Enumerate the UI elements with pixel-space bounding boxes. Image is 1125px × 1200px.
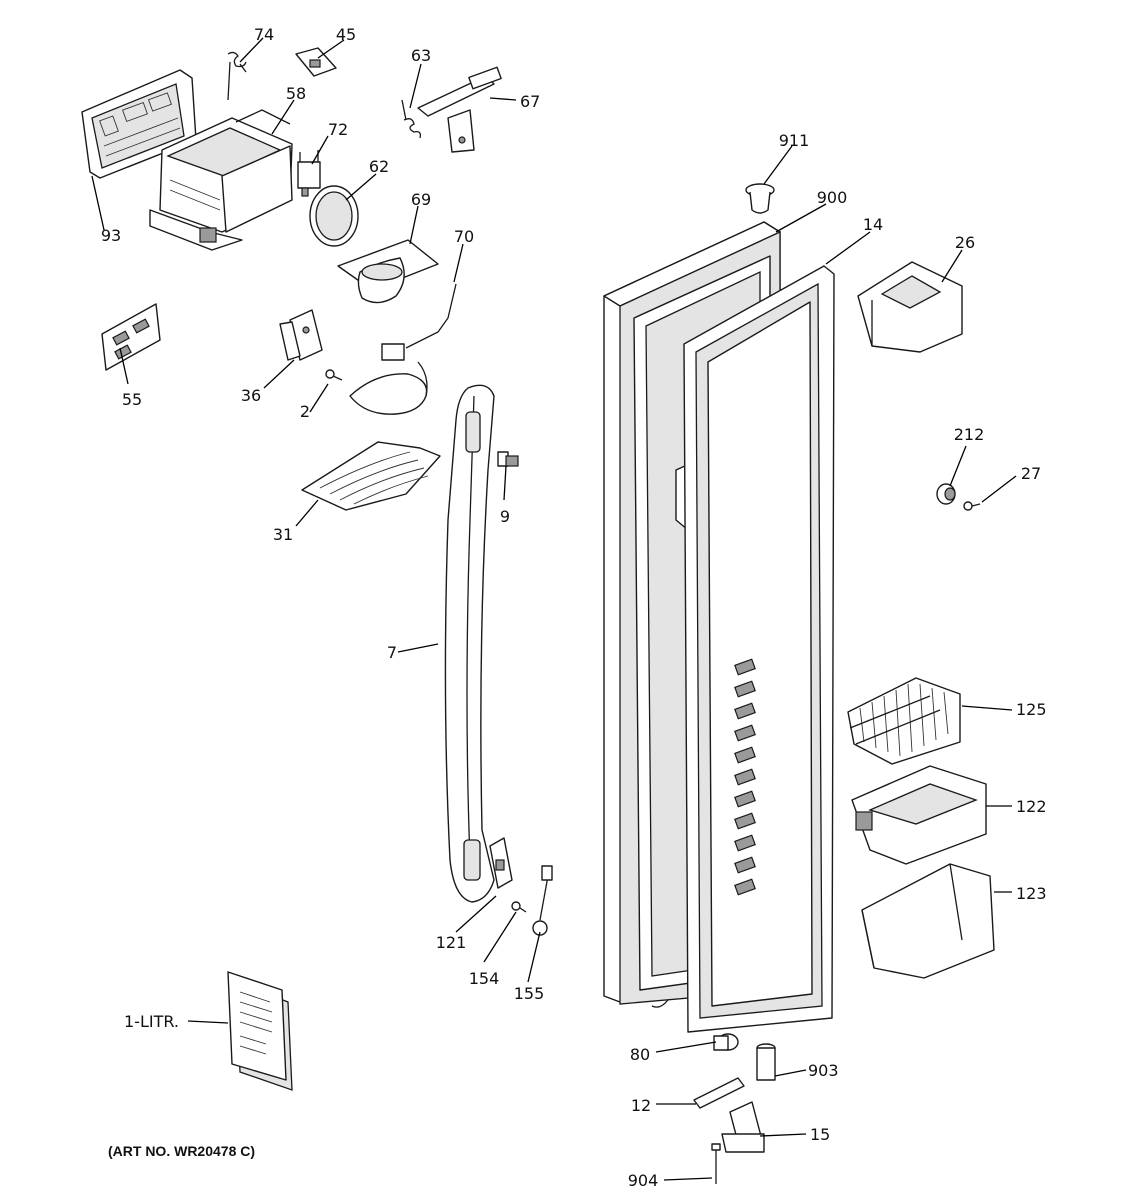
part-155-wrench — [532, 865, 553, 936]
callout-80: 80 — [630, 1045, 650, 1064]
part-31-drip-tray — [301, 441, 441, 511]
callout-9: 9 — [500, 507, 510, 526]
part-1-litr-literature — [227, 971, 293, 1091]
callout-15: 15 — [810, 1125, 830, 1144]
part-121-handle-bracket — [489, 837, 513, 889]
part-72-switch — [297, 150, 321, 197]
part-7-door-handle — [444, 384, 495, 903]
part-27-screw — [963, 501, 981, 511]
part-58-dispenser-housing — [149, 109, 293, 251]
callout-93: 93 — [101, 226, 121, 245]
callout-123: 123 — [1016, 884, 1047, 903]
part-15-bottom-hinge — [721, 1101, 765, 1153]
callout-2: 2 — [300, 402, 310, 421]
part-212-cap — [936, 483, 956, 505]
callout-72: 72 — [328, 120, 348, 139]
part-55-circuit-board — [101, 303, 161, 371]
callout-1-litr: 1-LITR. — [124, 1012, 179, 1031]
part-125-wire-shelf — [847, 677, 961, 765]
callout-12: 12 — [631, 1096, 651, 1115]
part-63-spring — [401, 99, 422, 139]
callout-27: 27 — [1021, 464, 1041, 483]
part-2-screw — [325, 369, 343, 381]
part-123-door-bin — [861, 863, 995, 979]
callout-74: 74 — [254, 25, 274, 44]
part-14-door-gasket — [683, 265, 835, 1033]
part-904-screw — [711, 1143, 721, 1184]
callout-45: 45 — [336, 25, 356, 44]
callout-121: 121 — [436, 933, 467, 952]
part-74-spring — [227, 51, 247, 101]
callout-122: 122 — [1016, 797, 1047, 816]
part-12-shim — [693, 1077, 745, 1109]
callout-55: 55 — [122, 390, 142, 409]
part-67-hinge-arm — [417, 66, 502, 153]
callout-155: 155 — [514, 984, 545, 1003]
callout-904: 904 — [628, 1171, 659, 1190]
part-154-screw — [511, 901, 527, 913]
part-9-fitting — [497, 451, 519, 467]
part-69-ice-funnel — [337, 239, 439, 304]
callout-70: 70 — [454, 227, 474, 246]
callout-911: 911 — [779, 131, 810, 150]
callout-labels: 74 45 63 67 58 72 62 93 69 70 911 900 14… — [101, 25, 1047, 1190]
part-903-hinge-pin — [756, 1043, 776, 1081]
part-36-mounting-bracket — [279, 309, 323, 361]
callout-125: 125 — [1016, 700, 1047, 719]
callout-900: 900 — [817, 188, 848, 207]
part-70-chute-actuator — [349, 283, 457, 415]
callout-67: 67 — [520, 92, 540, 111]
callout-903: 903 — [808, 1061, 839, 1080]
leader-lines — [91, 37, 1017, 1181]
callout-154: 154 — [469, 969, 500, 988]
door-liner-shelf-ribs — [734, 658, 756, 896]
part-80-bushing — [713, 1033, 739, 1051]
callout-62: 62 — [369, 157, 389, 176]
callout-212: 212 — [954, 425, 985, 444]
part-45-bracket — [295, 47, 337, 77]
callout-63: 63 — [411, 46, 431, 65]
callout-36: 36 — [241, 386, 261, 405]
part-122-door-shelf — [851, 765, 987, 865]
part-911-plug — [745, 183, 775, 214]
callout-26: 26 — [955, 233, 975, 252]
callout-14: 14 — [863, 215, 883, 234]
callout-69: 69 — [411, 190, 431, 209]
callout-7: 7 — [387, 643, 397, 662]
callout-58: 58 — [286, 84, 306, 103]
part-26-door-bin — [857, 261, 963, 353]
art-number: (ART NO. WR20478 C) — [108, 1143, 255, 1159]
part-62-ring — [309, 185, 359, 247]
callout-31: 31 — [273, 525, 293, 544]
